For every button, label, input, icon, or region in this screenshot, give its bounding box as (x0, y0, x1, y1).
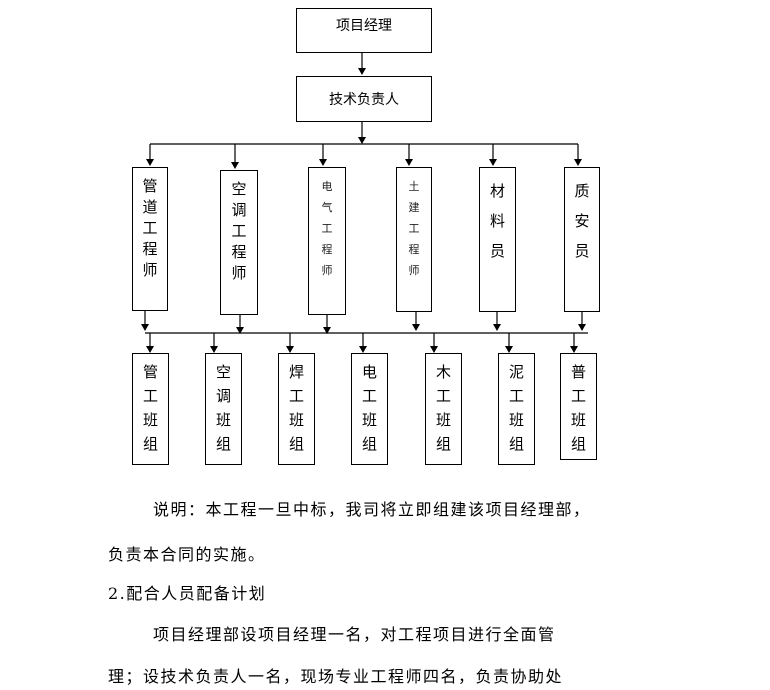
team-label: 焊 工 班 组 (288, 363, 304, 453)
team-box-general: 普 工 班 组 (560, 353, 597, 460)
engineer-label: 材 料 员 (489, 182, 505, 260)
technical-lead-box: 技术负责人 (296, 76, 432, 122)
team-box-hvac: 空 调 班 组 (205, 353, 242, 465)
engineer-label: 管 道 工 程 师 (142, 177, 158, 279)
engineer-box-pipe: 管 道 工 程 师 (132, 167, 168, 311)
team-box-welding: 焊 工 班 组 (278, 353, 315, 465)
team-box-electrical: 电 工 班 组 (351, 353, 388, 465)
team-label: 电 工 班 组 (361, 363, 377, 453)
team-label: 木 工 班 组 (435, 363, 451, 453)
org-chart: 项目经理 技术负责人 管 道 工 程 师 空 调 工 程 师 电 气 工 程 师… (132, 8, 600, 465)
team-label: 空 调 班 组 (215, 363, 231, 453)
engineer-box-civil: 土 建 工 程 师 (396, 167, 432, 312)
note-line-2: 负责本合同的实施。 (108, 545, 266, 564)
engineer-label: 电 气 工 程 师 (321, 180, 333, 277)
team-label: 管 工 班 组 (142, 363, 158, 453)
technical-lead-label: 技术负责人 (329, 92, 399, 108)
project-manager-box: 项目经理 (296, 8, 432, 53)
body-line-2: 理；设技术负责人一名，现场专业工程师四名，负责协助处 (108, 667, 564, 686)
body-line-1: 项目经理部设项目经理一名，对工程项目进行全面管 (153, 625, 556, 644)
note-line-1: 说明：本工程一旦中标，我司将立即组建该项目经理部， (153, 500, 591, 519)
team-label: 普 工 班 组 (570, 363, 586, 453)
engineer-box-quality-safety: 质 安 员 (564, 167, 600, 312)
engineer-label: 质 安 员 (574, 182, 590, 260)
team-label: 泥 工 班 组 (508, 363, 524, 453)
engineer-box-materials: 材 料 员 (479, 167, 516, 312)
team-box-masonry: 泥 工 班 组 (498, 353, 535, 465)
engineer-box-electrical: 电 气 工 程 师 (308, 167, 346, 315)
engineer-label: 空 调 工 程 师 (231, 180, 247, 282)
engineer-label: 土 建 工 程 师 (408, 180, 420, 277)
team-box-pipe: 管 工 班 组 (132, 353, 169, 465)
team-box-carpentry: 木 工 班 组 (425, 353, 462, 465)
project-manager-label: 项目经理 (336, 18, 392, 34)
section-heading: 2.配合人员配备计划 (108, 584, 267, 603)
engineer-box-hvac: 空 调 工 程 师 (220, 170, 258, 315)
connector-lines (141, 52, 588, 353)
